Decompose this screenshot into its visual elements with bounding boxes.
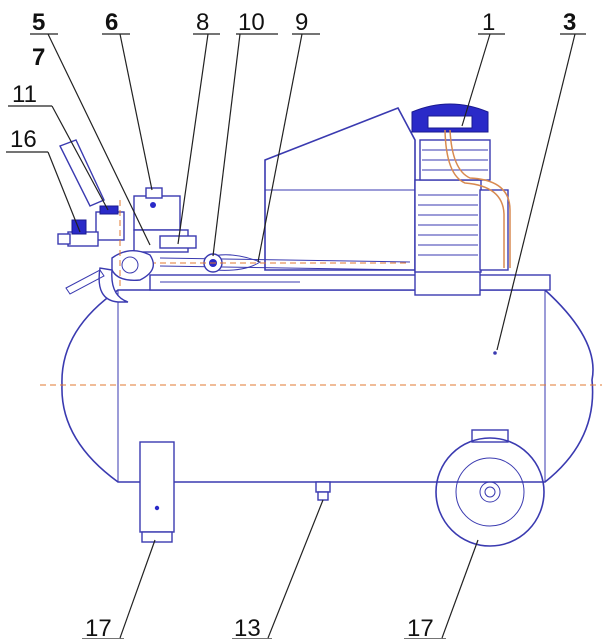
callout-11: 11 [12,81,37,108]
callout-13: 13 [234,615,261,639]
callout-6: 6 [105,9,118,36]
callout-labels: 1 3 5 6 7 8 10 9 11 16 17 13 17 [10,9,576,639]
left-foot [139,441,175,543]
motor-housing [149,103,551,296]
callout-17-right: 17 [407,615,434,639]
wheel [435,429,545,547]
callout-17-left: 17 [85,615,112,639]
callout-9: 9 [295,9,308,36]
callout-8: 8 [196,9,209,36]
callout-1: 1 [482,9,495,36]
callout-7: 7 [32,44,45,71]
callout-16: 16 [10,126,37,153]
callout-3: 3 [563,9,576,36]
drain-valve [315,481,331,501]
discharge-line [150,253,411,283]
pressure-switch-assembly [57,139,197,303]
callout-10: 10 [238,9,265,36]
callout-5: 5 [32,9,45,36]
leader-lines [6,33,586,639]
air-tank [40,289,602,483]
